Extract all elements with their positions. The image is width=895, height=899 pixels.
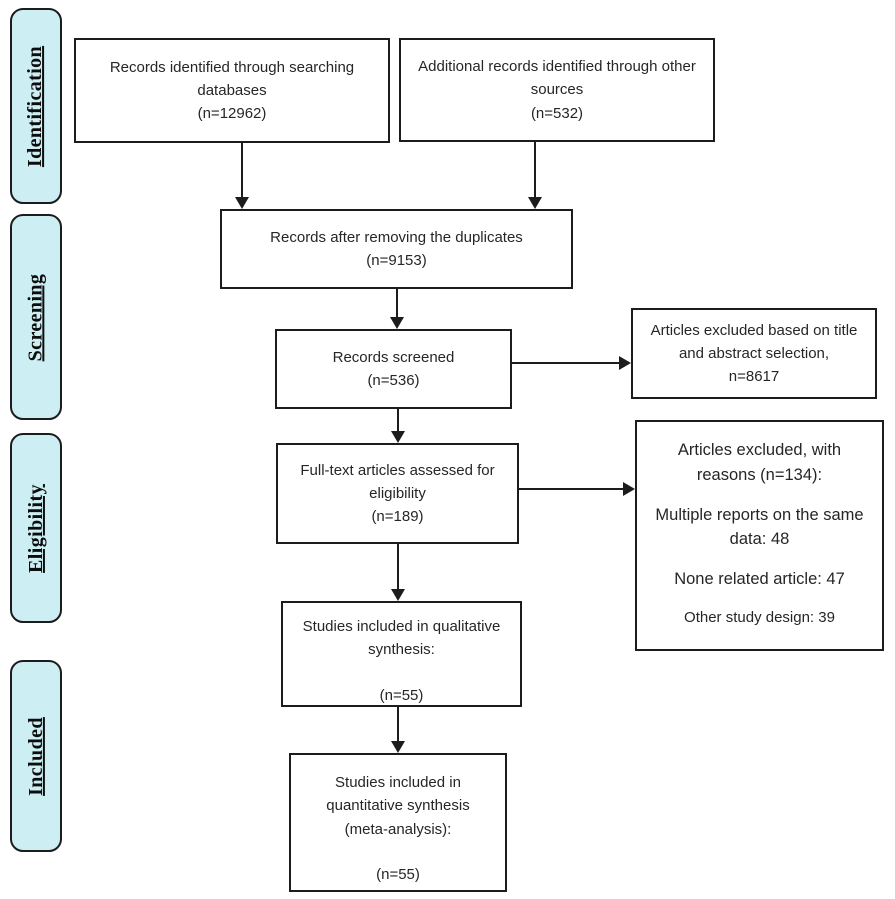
phase-label-included: Included <box>10 660 62 852</box>
box-count: (n=55) <box>379 686 424 704</box>
box-records-identified: Records identified through searching dat… <box>74 38 390 143</box>
box-excluded-with-reasons: Articles excluded, with reasons (n=134):… <box>635 420 884 651</box>
box-text: Articles excluded based on title and abs… <box>650 321 858 362</box>
box-records-screened: Records screened (n=536) <box>275 329 512 409</box>
box-text: Additional records identified through ot… <box>418 58 696 99</box>
box-additional-records: Additional records identified through ot… <box>399 38 715 142</box>
phase-label-identification: Identification <box>10 8 62 204</box>
phase-label-text: Eligibility <box>24 483 47 573</box>
arrow-down-icon <box>391 544 405 601</box>
box-count: (n=189) <box>371 508 424 526</box>
exclusion-reason: Other study design: 39 <box>684 608 835 626</box>
box-text: Records screened <box>332 348 455 366</box>
box-title: Articles excluded, with reasons (n=134): <box>677 441 842 484</box>
box-excluded-title-abstract: Articles excluded based on title and abs… <box>631 308 877 399</box>
phase-label-text: Included <box>24 716 47 796</box>
arrow-down-icon <box>235 142 249 209</box>
exclusion-reason: None related article: 47 <box>674 570 845 588</box>
phase-label-screening: Screening <box>10 214 62 420</box>
box-count: n=8617 <box>728 368 780 386</box>
box-fulltext-assessed: Full-text articles assessed for eligibil… <box>276 443 519 544</box>
arrow-right-icon <box>512 356 631 370</box>
arrow-down-icon <box>391 409 405 443</box>
phase-label-eligibility: Eligibility <box>10 433 62 623</box>
box-text: Records after removing the duplicates <box>270 228 523 246</box>
box-count: (n=9153) <box>366 252 427 269</box>
box-text: Studies included in quantitative synthes… <box>326 774 470 838</box>
box-qualitative-synthesis: Studies included in qualitative synthesi… <box>281 601 522 707</box>
box-text: Records identified through searching dat… <box>109 58 355 99</box>
exclusion-reason: Multiple reports on the same data: 48 <box>655 505 864 549</box>
phase-label-text: Identification <box>24 45 47 167</box>
box-text: Full-text articles assessed for eligibil… <box>300 461 495 502</box>
arrow-right-icon <box>519 482 635 496</box>
box-quantitative-synthesis: Studies included in quantitative synthes… <box>289 753 507 892</box>
arrow-down-icon <box>391 707 405 753</box>
arrow-down-icon <box>528 141 542 209</box>
box-count: (n=55) <box>376 865 420 883</box>
box-count: (n=12962) <box>197 105 267 123</box>
box-count: (n=536) <box>367 372 420 389</box>
phase-label-text: Screening <box>24 273 47 361</box>
box-count: (n=532) <box>530 104 584 122</box>
box-after-duplicates: Records after removing the duplicates (n… <box>220 209 573 289</box>
box-text: Studies included in qualitative synthesi… <box>302 618 501 659</box>
arrow-down-icon <box>390 289 404 329</box>
